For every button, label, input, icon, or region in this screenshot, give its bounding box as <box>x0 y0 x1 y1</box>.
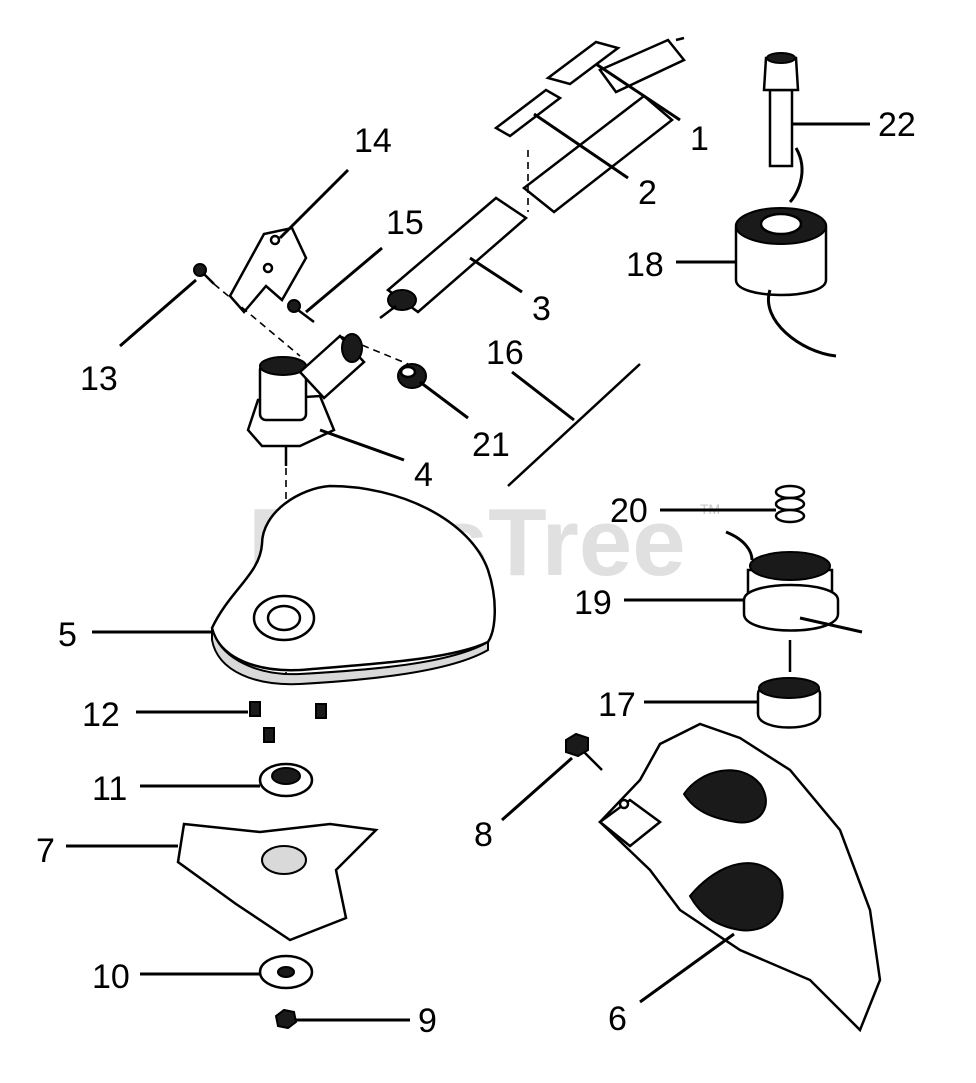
callout-4: 4 <box>414 456 433 494</box>
part-21-spacer[interactable] <box>397 363 427 389</box>
part-17-bump-knob[interactable] <box>756 640 822 729</box>
part-2-label-decal[interactable] <box>493 88 563 138</box>
callout-numbers: 1 2 3 4 5 6 7 8 9 10 11 12 13 14 15 16 1… <box>36 106 916 1040</box>
callout-2: 2 <box>638 174 657 212</box>
callout-1: 1 <box>690 120 709 158</box>
part-5-guard[interactable] <box>210 484 496 686</box>
callout-7: 7 <box>36 832 55 870</box>
callout-16: 16 <box>486 334 524 372</box>
part-7-blade[interactable] <box>176 822 379 942</box>
leader-4 <box>319 428 405 462</box>
part-12-screws[interactable] <box>249 701 327 743</box>
leader-21 <box>419 380 469 420</box>
leader-2 <box>533 112 629 180</box>
callout-21: 21 <box>472 426 510 464</box>
callout-13: 13 <box>80 360 118 398</box>
part-22-wrench[interactable] <box>762 52 800 168</box>
leader-16 <box>511 370 575 422</box>
callout-11: 11 <box>92 770 127 808</box>
callout-15: 15 <box>386 204 424 242</box>
callout-22: 22 <box>878 106 916 144</box>
part-20-spring[interactable] <box>774 484 806 524</box>
callout-12: 12 <box>82 696 120 734</box>
part-15-screw[interactable] <box>287 299 315 323</box>
leader-15 <box>305 246 383 314</box>
callout-20: 20 <box>610 492 648 530</box>
assembly-line-13 <box>213 283 301 357</box>
part-16-drive-cable[interactable] <box>507 363 641 487</box>
part-8-bolt[interactable] <box>565 732 603 771</box>
part-9-nut[interactable] <box>274 1008 298 1030</box>
part-11-blade-adapter[interactable] <box>258 762 314 798</box>
part-4-gear-head[interactable] <box>246 333 366 466</box>
callout-3: 3 <box>532 290 551 328</box>
callout-6: 6 <box>608 1000 627 1038</box>
callout-9: 9 <box>418 1002 437 1040</box>
part-1-label-decal[interactable] <box>545 36 686 94</box>
callout-18: 18 <box>626 246 664 284</box>
callout-19: 19 <box>574 584 612 622</box>
callout-5: 5 <box>58 616 77 654</box>
callout-10: 10 <box>92 958 130 996</box>
leader-3 <box>469 256 523 294</box>
leader-8 <box>501 756 573 822</box>
callout-17: 17 <box>598 686 636 724</box>
part-10-washer[interactable] <box>258 954 314 990</box>
leader-6 <box>639 932 735 1004</box>
leader-13 <box>119 278 197 348</box>
leader-14 <box>278 168 350 240</box>
part-18-trimmer-head[interactable] <box>734 147 837 358</box>
part-3-drive-shaft-tube[interactable] <box>379 94 674 319</box>
part-19-spool[interactable] <box>725 530 863 634</box>
leader-lines <box>66 62 870 1022</box>
part-14-shield-bracket[interactable] <box>228 226 308 314</box>
callout-14: 14 <box>354 122 392 160</box>
part-6-guard[interactable] <box>597 722 882 1033</box>
leader-1 <box>595 62 681 122</box>
callout-8: 8 <box>474 816 493 854</box>
part-13-screw[interactable] <box>193 263 215 285</box>
